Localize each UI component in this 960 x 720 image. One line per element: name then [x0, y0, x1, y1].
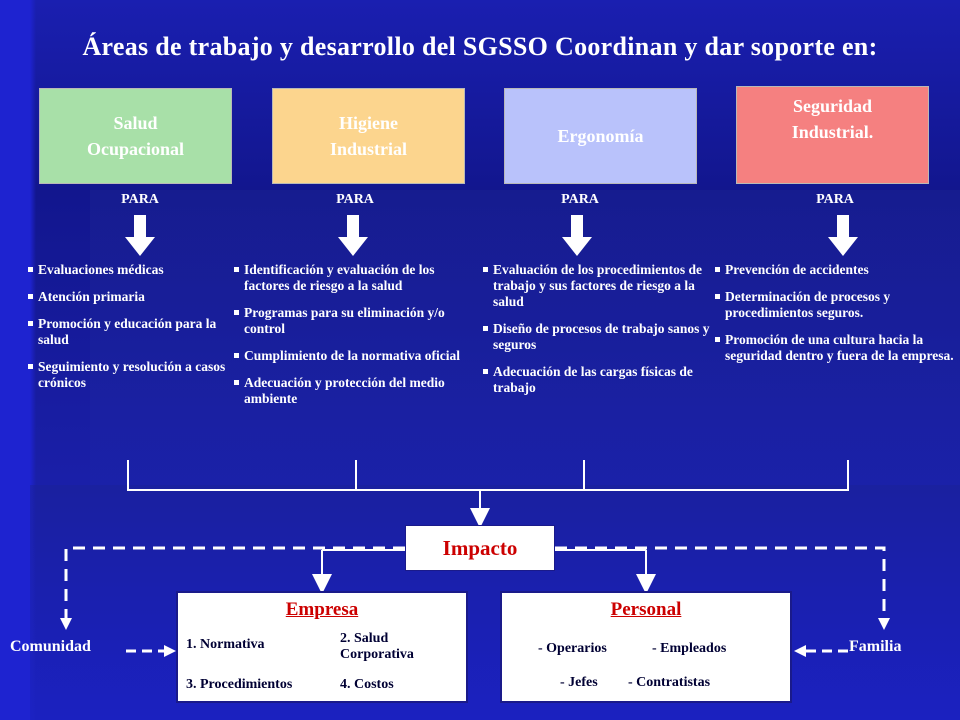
empresa-title: Empresa: [285, 599, 359, 620]
down-arrow-icon: [338, 215, 368, 256]
list-item: Cumplimiento de la normativa oficial: [234, 348, 474, 364]
down-arrow-icon: [828, 215, 858, 256]
personal-item: - Operarios: [538, 641, 607, 656]
para-label: PARA: [336, 192, 374, 207]
para-label: PARA: [121, 192, 159, 207]
area-seguridad-industrial: Seguridad Industrial.: [736, 86, 929, 184]
personal-title: Personal: [610, 599, 682, 620]
impact-box: Impacto: [405, 525, 555, 571]
area-higiene-industrial: Higiene Industrial: [272, 88, 465, 184]
list-seguridad: Prevención de accidentes Determinación d…: [715, 262, 958, 375]
personal-item: - Empleados: [652, 641, 727, 656]
list-item: Seguimiento y resolución a casos crónico…: [28, 359, 228, 391]
list-item: Determinación de procesos y procedimient…: [715, 289, 958, 321]
area-ergonomia: Ergonomía: [504, 88, 697, 184]
list-item: Prevención de accidentes: [715, 262, 958, 278]
para-label: PARA: [816, 192, 854, 207]
area-salud-ocupacional: Salud Ocupacional: [39, 88, 232, 184]
list-item: Diseño de procesos de trabajo sanos y se…: [483, 321, 713, 353]
list-item: Evaluaciones médicas: [28, 262, 228, 278]
background-panel-top: [90, 190, 960, 490]
list-item: Programas para su eliminación y/o contro…: [234, 305, 474, 337]
down-arrow-icon: [125, 215, 155, 256]
familia-label: Familia: [849, 638, 902, 655]
empresa-item: 3. Procedimientos: [186, 677, 293, 692]
personal-item: - Jefes: [560, 675, 598, 690]
list-item: Evaluación de los procedimientos de trab…: [483, 262, 713, 310]
list-item: Identificación y evaluación de los facto…: [234, 262, 474, 294]
page-title: Áreas de trabajo y desarrollo del SGSSO …: [82, 32, 878, 61]
list-item: Promoción y educación para la salud: [28, 316, 228, 348]
area-label-line1: Ergonomía: [557, 126, 644, 146]
list-higiene: Identificación y evaluación de los facto…: [234, 262, 474, 418]
area-label-line2: Ocupacional: [86, 139, 184, 159]
para-label: PARA: [561, 192, 599, 207]
list-item: Atención primaria: [28, 289, 228, 305]
list-item: Adecuación y protección del medio ambien…: [234, 375, 474, 407]
list-item: Promoción de una cultura hacia la seguri…: [715, 332, 958, 364]
list-ergonomia: Evaluación de los procedimientos de trab…: [483, 262, 713, 407]
empresa-box: Empresa 1. Normativa 2. Salud Corporativ…: [176, 591, 468, 703]
list-salud: Evaluaciones médicas Atención primaria P…: [28, 262, 228, 402]
area-label-line1: Salud: [113, 113, 158, 133]
list-item: Adecuación de las cargas físicas de trab…: [483, 364, 713, 396]
empresa-item: 1. Normativa: [186, 637, 265, 652]
area-label-line2: Industrial: [329, 139, 408, 159]
empresa-item: 4. Costos: [340, 677, 394, 692]
area-label-line2: Industrial.: [791, 122, 874, 142]
empresa-item: 2. Salud Corporativa: [340, 631, 414, 662]
area-label-line1: Seguridad: [792, 96, 873, 116]
down-arrow-icon: [562, 215, 592, 256]
comunidad-label: Comunidad: [10, 638, 91, 655]
area-label-line1: Higiene: [339, 113, 398, 133]
personal-item: - Contratistas: [628, 675, 711, 690]
personal-box: Personal - Operarios - Empleados - Jefes…: [500, 591, 792, 703]
